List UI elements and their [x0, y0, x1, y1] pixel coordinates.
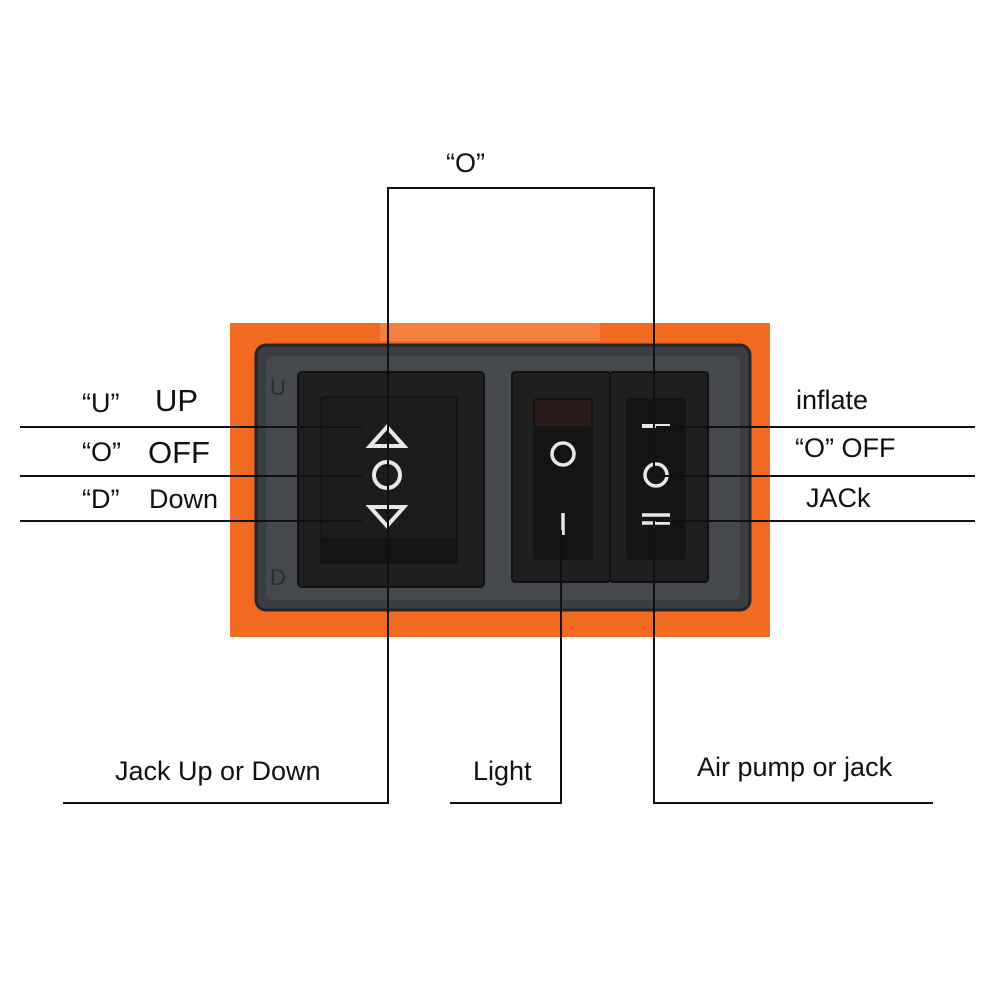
panel-mark-d: D	[270, 565, 286, 590]
jack-switch-caption: Jack Up or Down	[115, 756, 321, 786]
down-quote-label: “D”	[82, 484, 120, 514]
off-word-label: OFF	[148, 435, 210, 470]
leader-pump-bottom	[653, 521, 933, 804]
light-switch-caption: Light	[473, 756, 532, 786]
pump-switch-caption: Air pump or jack	[697, 752, 893, 782]
right-off-label: “O” OFF	[795, 433, 896, 463]
leader-jack-bottom	[63, 475, 389, 804]
orange-housing-highlight	[380, 323, 600, 341]
up-word-label: UP	[155, 383, 199, 418]
off-quote-label: “O”	[82, 437, 121, 467]
panel-mark-u: U	[270, 375, 286, 400]
down-word-label: Down	[149, 484, 219, 514]
leader-lines	[20, 187, 975, 804]
light-switch-rocker-top	[535, 400, 591, 426]
leader-light-bottom	[450, 530, 562, 804]
jack-label: JACk	[806, 483, 871, 513]
top-off-label: “O”	[446, 148, 485, 178]
leader-top-bracket	[387, 187, 655, 475]
up-quote-label: “U”	[82, 388, 120, 418]
circle-off-icon	[550, 441, 576, 467]
light-switch-rocker[interactable]	[533, 398, 593, 560]
pump-switch-rocker[interactable]	[626, 398, 686, 560]
inflate-label: inflate	[796, 385, 869, 415]
